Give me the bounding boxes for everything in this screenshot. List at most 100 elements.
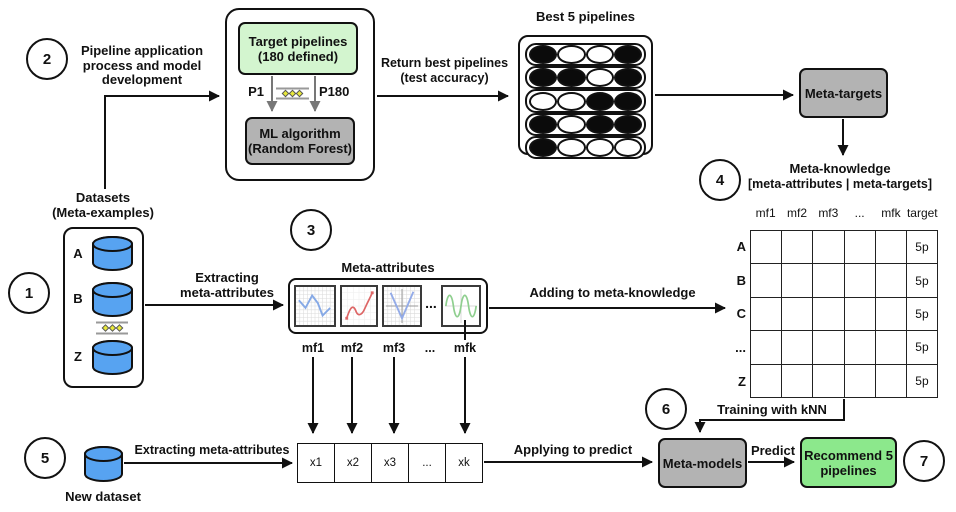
pipeline-row <box>525 135 646 160</box>
filled-oval <box>529 114 558 134</box>
row-label: ... <box>735 340 746 356</box>
best-pipelines-box <box>518 35 653 160</box>
meta-knowledge-table: 5p 5p 5p 5p 5p <box>750 230 938 398</box>
table-row: 5p <box>751 364 937 398</box>
meta-targets-box: Meta-targets <box>799 68 888 118</box>
filled-oval <box>529 45 558 65</box>
pipeline-row <box>525 43 646 67</box>
filled-oval <box>613 68 642 88</box>
filled-oval <box>529 68 558 88</box>
mf3-label: mf3 <box>382 341 406 355</box>
pipeline-process-caption: Pipeline application process and model d… <box>80 43 204 87</box>
table-row: 5p <box>751 297 937 332</box>
row-label: B <box>736 272 746 288</box>
applying-caption: Applying to predict <box>513 442 633 457</box>
x-ellipsis-cell: ... <box>409 443 446 483</box>
column-header: mf2 <box>786 206 807 220</box>
meta-attributes-title: Meta-attributes <box>341 260 435 275</box>
row-label: Z <box>738 373 746 389</box>
chart-thumbnail-1 <box>294 285 336 327</box>
empty-oval <box>613 137 642 157</box>
extracting-meta-caption: Extracting meta-attributes <box>180 270 274 300</box>
empty-oval <box>557 114 586 134</box>
column-header: target <box>906 206 938 220</box>
row-label: A <box>736 239 746 255</box>
target-cell: 5p <box>915 273 929 288</box>
filled-oval <box>529 137 558 157</box>
empty-oval <box>585 137 614 157</box>
empty-oval <box>557 137 586 157</box>
filled-oval <box>613 91 642 111</box>
pipeline-row <box>525 89 646 113</box>
target-cell: 5p <box>915 307 929 322</box>
best-pipelines-grid <box>520 37 651 165</box>
meta-knowledge-subtitle: [meta-attributes | meta-targets] <box>747 177 933 191</box>
table-row: 5p <box>751 264 937 298</box>
empty-oval <box>585 68 614 88</box>
step-number: 6 <box>661 400 671 418</box>
meta-models-box: Meta-models <box>658 438 747 488</box>
step-circle-5: 5 <box>24 437 66 479</box>
step-number: 4 <box>715 171 725 189</box>
step-circle-6: 6 <box>645 388 687 430</box>
mf1-label: mf1 <box>301 341 325 355</box>
table-row: 5p <box>751 231 937 265</box>
step-circle-3: 3 <box>290 209 332 251</box>
v-chart-icon <box>384 287 420 325</box>
empty-oval <box>585 45 614 65</box>
arrow-datasets-to-pipeline <box>104 90 220 189</box>
chart-thumbnail-3 <box>382 285 422 327</box>
target-cell: 5p <box>915 240 929 255</box>
empty-oval <box>557 45 586 65</box>
thumbnails-ellipsis: ... <box>425 295 437 311</box>
step-circle-7: 7 <box>903 440 945 482</box>
mfk-label: mfk <box>453 341 477 355</box>
datasets-title: Datasets <box>75 190 131 205</box>
filled-oval <box>613 114 642 134</box>
predict-caption: Predict <box>750 443 796 458</box>
dataset-a-label: A <box>73 246 83 261</box>
step-number: 5 <box>40 449 50 467</box>
column-header: mfk <box>881 206 901 220</box>
meta-knowledge-column-headers: mf1 mf2 mf3 ... mfk target <box>750 206 938 220</box>
datasets-subtitle: (Meta-examples) <box>52 205 154 220</box>
x-values-row: x1 x2 x3 ... xk <box>297 443 483 483</box>
dataset-b-label: B <box>73 291 83 306</box>
empty-oval <box>557 91 586 111</box>
meta-knowledge-row-labels: A B C ... Z <box>712 230 746 398</box>
p180-label: P180 <box>319 84 350 99</box>
filled-oval <box>613 45 642 65</box>
x3-cell: x3 <box>372 443 409 483</box>
chart-thumbnail-2 <box>340 285 378 327</box>
filled-oval <box>557 68 586 88</box>
step-number: 3 <box>306 221 316 239</box>
step-circle-4: 4 <box>699 159 741 201</box>
column-header: ... <box>854 206 865 220</box>
target-cell: 5p <box>915 340 929 355</box>
chart-thumbnail-4 <box>441 285 481 327</box>
new-dataset-label: New dataset <box>65 489 141 504</box>
column-header: mf1 <box>755 206 776 220</box>
step-circle-2: 2 <box>26 38 68 80</box>
mf2-label: mf2 <box>340 341 364 355</box>
target-cell: 5p <box>915 373 929 388</box>
adding-caption: Adding to meta-knowledge <box>529 285 696 300</box>
curve-chart-icon <box>342 287 376 325</box>
table-row: 5p <box>751 331 937 365</box>
step-number: 1 <box>24 284 34 302</box>
filled-oval <box>585 91 614 111</box>
step-number: 7 <box>919 452 929 470</box>
extracting-new-caption: Extracting meta-attributes <box>134 443 290 457</box>
empty-oval <box>529 91 558 111</box>
mf-labels-row: mf1 mf2 mf3 ... mfk <box>0 341 956 355</box>
dataset-z-label: Z <box>74 349 82 364</box>
line-chart-icon <box>296 287 334 325</box>
meta-knowledge-title: Meta-knowledge <box>789 161 891 176</box>
step-circle-1: 1 <box>8 272 50 314</box>
ml-algorithm-box: ML algorithm (Random Forest) <box>245 117 355 165</box>
new-dataset-cylinder <box>84 446 123 482</box>
p1-label: P1 <box>248 84 264 99</box>
mf-ellipsis-label: ... <box>424 341 436 355</box>
x2-cell: x2 <box>335 443 372 483</box>
